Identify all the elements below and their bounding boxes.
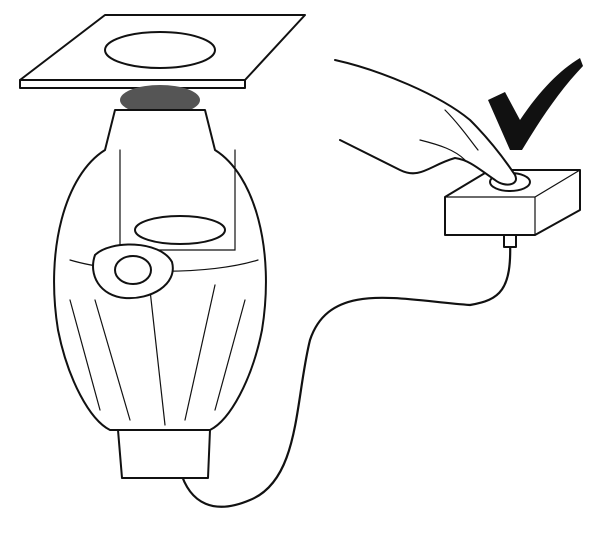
grinding-plate bbox=[134, 215, 226, 245]
motor-base bbox=[117, 429, 211, 479]
sink-opening bbox=[104, 31, 216, 69]
cutaway bbox=[119, 149, 236, 251]
sink-plate-edge bbox=[19, 79, 246, 89]
air-switch-tube bbox=[178, 238, 512, 508]
checkmark-icon bbox=[488, 58, 583, 150]
switch-fitting bbox=[503, 234, 517, 248]
body-ribs bbox=[69, 284, 246, 426]
hand bbox=[334, 59, 517, 186]
splash-guard bbox=[120, 85, 200, 115]
switch-edges bbox=[444, 169, 581, 236]
outlet-opening bbox=[114, 255, 152, 285]
finger-lines bbox=[419, 109, 479, 161]
